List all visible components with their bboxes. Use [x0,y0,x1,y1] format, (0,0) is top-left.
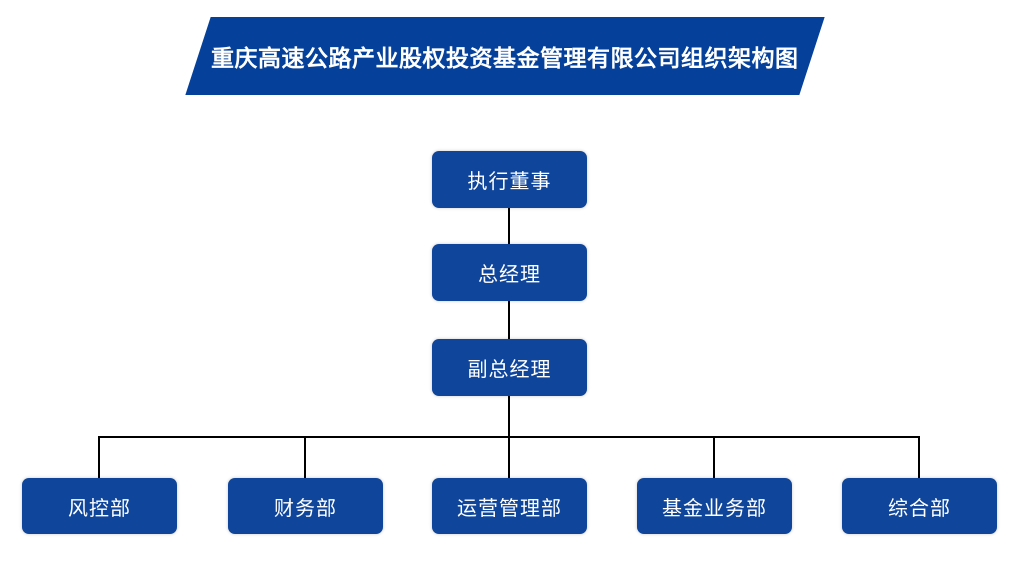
node-general-manager-label: 总经理 [478,264,541,286]
connector-departments-horizontal [98,436,920,438]
node-general-affairs-label: 综合部 [888,497,951,520]
connector-stub-general-affairs [918,436,920,478]
node-executive-director-label: 执行董事 [467,171,552,193]
node-risk-control: 风控部 [22,478,177,534]
title-banner: 重庆高速公路产业股权投资基金管理有限公司组织架构图 [185,17,825,95]
connector-stub-risk-control [98,436,100,478]
connector-executive-to-gm [508,208,510,246]
node-finance: 财务部 [228,478,383,534]
chart-title: 重庆高速公路产业股权投资基金管理有限公司组织架构图 [211,45,799,71]
node-general-affairs: 综合部 [842,478,997,534]
node-fund-business: 基金业务部 [637,478,792,534]
node-operations-management: 运营管理部 [432,478,587,534]
connector-gm-to-deputy [508,300,510,340]
node-operations-management-label: 运营管理部 [457,497,562,520]
node-executive-director: 执行董事 [432,151,587,208]
node-risk-control-label: 风控部 [68,497,131,520]
node-general-manager: 总经理 [432,244,587,301]
connector-stub-finance [304,436,306,478]
node-finance-label: 财务部 [274,497,337,520]
node-deputy-general-manager: 副总经理 [432,339,587,396]
node-deputy-general-manager-label: 副总经理 [467,359,552,381]
node-fund-business-label: 基金业务部 [662,497,767,520]
connector-stub-fund-business [713,436,715,478]
